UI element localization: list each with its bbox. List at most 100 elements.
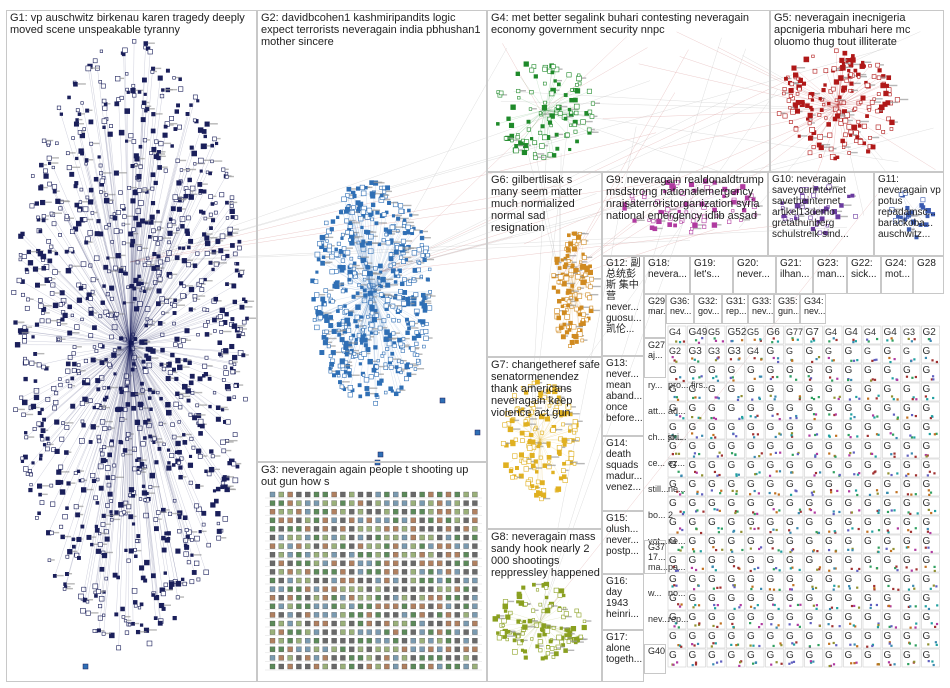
node — [147, 396, 152, 400]
node — [96, 434, 101, 440]
small-group-label: G — [845, 384, 853, 395]
node — [753, 377, 756, 380]
node-label-mark — [95, 278, 100, 281]
edge — [103, 344, 131, 634]
node — [58, 382, 63, 388]
edge — [129, 282, 156, 346]
node-label-mark — [179, 392, 188, 395]
node-label-mark — [107, 193, 116, 196]
node — [20, 292, 25, 297]
small-group-label: G5 — [747, 327, 759, 337]
node — [88, 333, 94, 339]
node — [34, 201, 39, 206]
node — [796, 338, 799, 341]
node-label-mark — [102, 172, 112, 174]
node — [832, 337, 835, 340]
node — [71, 368, 77, 373]
node — [166, 448, 171, 452]
node — [39, 457, 43, 461]
edge — [129, 344, 175, 501]
node — [101, 98, 107, 104]
node-label-mark — [116, 349, 124, 351]
node — [731, 339, 734, 343]
node — [147, 49, 153, 55]
node — [905, 375, 909, 378]
small-group-label: G — [806, 346, 814, 357]
node-label-mark — [151, 388, 155, 391]
node-label-mark — [189, 168, 197, 171]
node — [139, 565, 145, 571]
node — [152, 252, 157, 257]
node — [871, 378, 874, 381]
node — [701, 337, 704, 340]
node-label-mark — [112, 514, 120, 516]
edge — [129, 254, 155, 346]
edge — [67, 344, 131, 557]
node — [141, 484, 146, 488]
node-label-mark — [64, 422, 74, 424]
node — [80, 419, 85, 424]
small-group-label: G — [903, 346, 910, 356]
edge — [638, 63, 841, 111]
node-label-mark — [167, 124, 174, 126]
node — [691, 357, 694, 360]
node — [18, 233, 24, 239]
edge — [523, 109, 841, 245]
node — [888, 356, 891, 360]
node — [131, 522, 136, 526]
node — [856, 359, 859, 362]
node — [118, 386, 123, 391]
edge — [502, 43, 541, 111]
node — [185, 112, 190, 116]
node — [772, 356, 775, 360]
node — [229, 366, 234, 370]
node-label-mark — [162, 237, 172, 239]
node — [671, 356, 674, 359]
node — [88, 119, 94, 125]
node — [132, 446, 137, 452]
edge — [129, 138, 215, 346]
node-label-mark — [81, 201, 90, 203]
node — [738, 357, 741, 360]
node — [867, 397, 870, 400]
node — [807, 375, 810, 378]
edge — [539, 194, 878, 621]
node — [892, 398, 895, 401]
node — [140, 388, 145, 393]
edge — [129, 344, 180, 518]
edge — [97, 68, 131, 346]
edge — [125, 344, 131, 551]
node-label-mark — [78, 123, 84, 125]
node — [166, 409, 172, 416]
node-label-mark — [116, 354, 121, 356]
node — [102, 105, 108, 111]
node — [106, 256, 110, 260]
node — [232, 395, 237, 400]
node — [99, 190, 103, 194]
node — [873, 378, 877, 381]
edge — [47, 344, 131, 450]
node — [223, 365, 228, 370]
node — [758, 396, 761, 399]
node-label-mark — [144, 389, 151, 392]
edge — [129, 344, 224, 451]
edge — [81, 153, 131, 346]
node — [22, 334, 27, 339]
node — [203, 371, 209, 377]
node — [194, 535, 200, 542]
node — [177, 515, 182, 520]
node — [712, 376, 715, 380]
node — [935, 360, 938, 364]
node — [827, 356, 830, 360]
node-label-mark — [95, 425, 100, 428]
edge — [129, 344, 169, 539]
edge — [379, 99, 728, 273]
small-group-label: G49 — [689, 327, 708, 338]
edge — [129, 344, 172, 588]
node — [828, 376, 832, 379]
node — [751, 398, 754, 401]
small-group-label: G — [884, 384, 892, 395]
small-group-label: G — [845, 365, 853, 376]
node-label-mark — [219, 262, 227, 264]
edge — [105, 104, 131, 346]
